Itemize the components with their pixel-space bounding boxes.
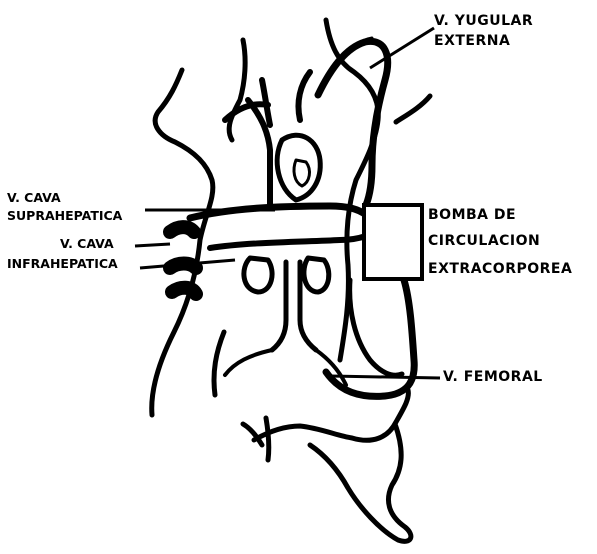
label-bomba-line3: EXTRACORPOREA — [428, 262, 572, 276]
label-cava-supra-line1: V. CAVA — [7, 192, 61, 205]
label-bomba-line2: CIRCULACION — [428, 234, 540, 248]
femoral-tube — [350, 280, 402, 375]
label-bomba-line1: BOMBA DE — [428, 208, 516, 222]
jugular-vein — [318, 41, 388, 205]
heart — [277, 135, 320, 200]
label-femoral: V. FEMORAL — [443, 370, 543, 384]
leader-cava — [135, 244, 170, 246]
label-cava-supra-line2: SUPRAHEPATICA — [7, 210, 122, 223]
pump-box — [364, 205, 422, 279]
label-cava-infra-line1: V. CAVA — [60, 238, 114, 251]
vena-cava-infrahepatica — [210, 236, 366, 248]
leader-femoral — [330, 376, 440, 378]
femoral-vein — [326, 280, 414, 396]
vena-cava-suprahepatica — [190, 206, 366, 218]
body-outline-right — [326, 20, 430, 360]
label-yugular-line2: EXTERNA — [434, 34, 510, 48]
liver-lobes — [170, 227, 196, 294]
neck-veins — [225, 72, 310, 205]
kidney-right — [304, 258, 329, 292]
kidney-left — [244, 258, 272, 292]
label-yugular-line1: V. YUGULAR — [434, 14, 533, 28]
aorta — [272, 262, 316, 350]
lower-body — [214, 332, 411, 541]
heart-inner — [294, 160, 309, 186]
label-cava-infra-line2: INFRAHEPATICA — [7, 258, 118, 271]
